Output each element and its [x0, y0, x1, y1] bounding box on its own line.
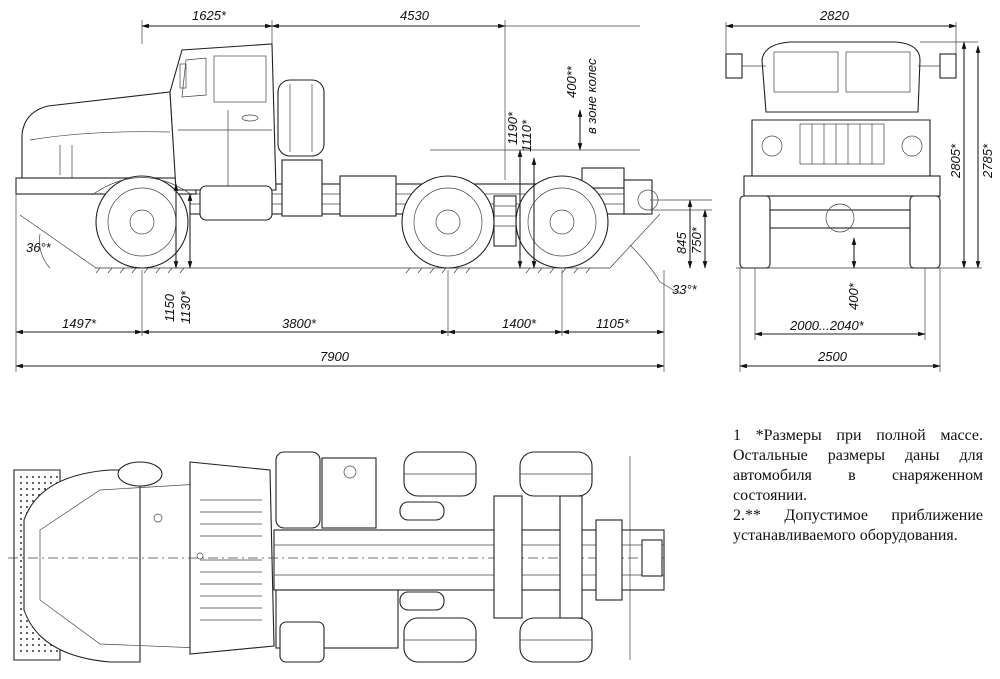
bogie-spring	[493, 195, 517, 247]
dim-1190: 1190*	[505, 111, 520, 145]
dim-1110: 1110*	[519, 119, 534, 152]
spare-wheel	[277, 79, 325, 157]
middle-wheel	[401, 175, 495, 269]
frame-components	[199, 159, 659, 221]
dim-2820: 2820	[819, 8, 850, 23]
dim-2805: 2805*	[948, 143, 963, 179]
dim-1130: 1130*	[178, 290, 193, 324]
dim-750: 750*	[689, 226, 704, 254]
dim-1150: 1150	[162, 293, 177, 322]
dim-4530: 4530	[400, 8, 430, 23]
front-view: 2820 2805* 2785* 400* 2000...2040* 2500	[725, 8, 995, 372]
dim-845: 845	[674, 232, 689, 254]
dim-400-clearance: 400**	[564, 65, 579, 98]
front-grille	[743, 119, 941, 197]
hood	[15, 91, 197, 195]
rear-wheel	[515, 175, 609, 269]
wheel-zone-label: в зоне колес	[584, 58, 599, 134]
dim-3800: 3800*	[282, 316, 317, 331]
front-cab	[725, 41, 957, 113]
frame-height-lines	[173, 183, 712, 269]
bottom-dimension-lines	[15, 190, 665, 372]
height-dimension-lines	[430, 109, 640, 269]
front-axle	[739, 195, 941, 269]
frame-top	[8, 451, 668, 663]
hood-top	[23, 461, 201, 663]
dim-1105: 1105*	[596, 316, 630, 331]
front-dimension-lines	[725, 22, 982, 372]
cab	[169, 43, 277, 191]
notes-block: 1 *Размеры при полной массе. Остальные р…	[733, 426, 983, 546]
dim-7900: 7900	[320, 349, 350, 364]
departure-angle: 33°*	[672, 282, 698, 297]
dim-2785: 2785*	[980, 143, 995, 179]
ground-line	[95, 267, 610, 274]
top-dimension-lines	[141, 20, 640, 180]
dim-cab: 1625*	[192, 8, 227, 23]
dim-1497: 1497*	[62, 316, 97, 331]
top-wheels	[403, 451, 593, 663]
approach-angle-lines	[19, 213, 681, 295]
dim-400-ground: 400*	[846, 282, 861, 310]
dim-1400: 1400*	[502, 316, 537, 331]
side-view: 1625* 4530 1190* 1110* 400** в зоне коле…	[15, 8, 712, 372]
note-2: 2.** Допустимое приближение устанавливае…	[733, 507, 983, 544]
dim-2500: 2500	[817, 349, 848, 364]
top-view	[8, 451, 668, 663]
approach-angle: 36°*	[26, 240, 52, 255]
top-axles	[493, 456, 663, 660]
dim-track: 2000...2040*	[789, 318, 865, 333]
note-1: 1 *Размеры при полной массе. Остальные р…	[733, 427, 983, 504]
